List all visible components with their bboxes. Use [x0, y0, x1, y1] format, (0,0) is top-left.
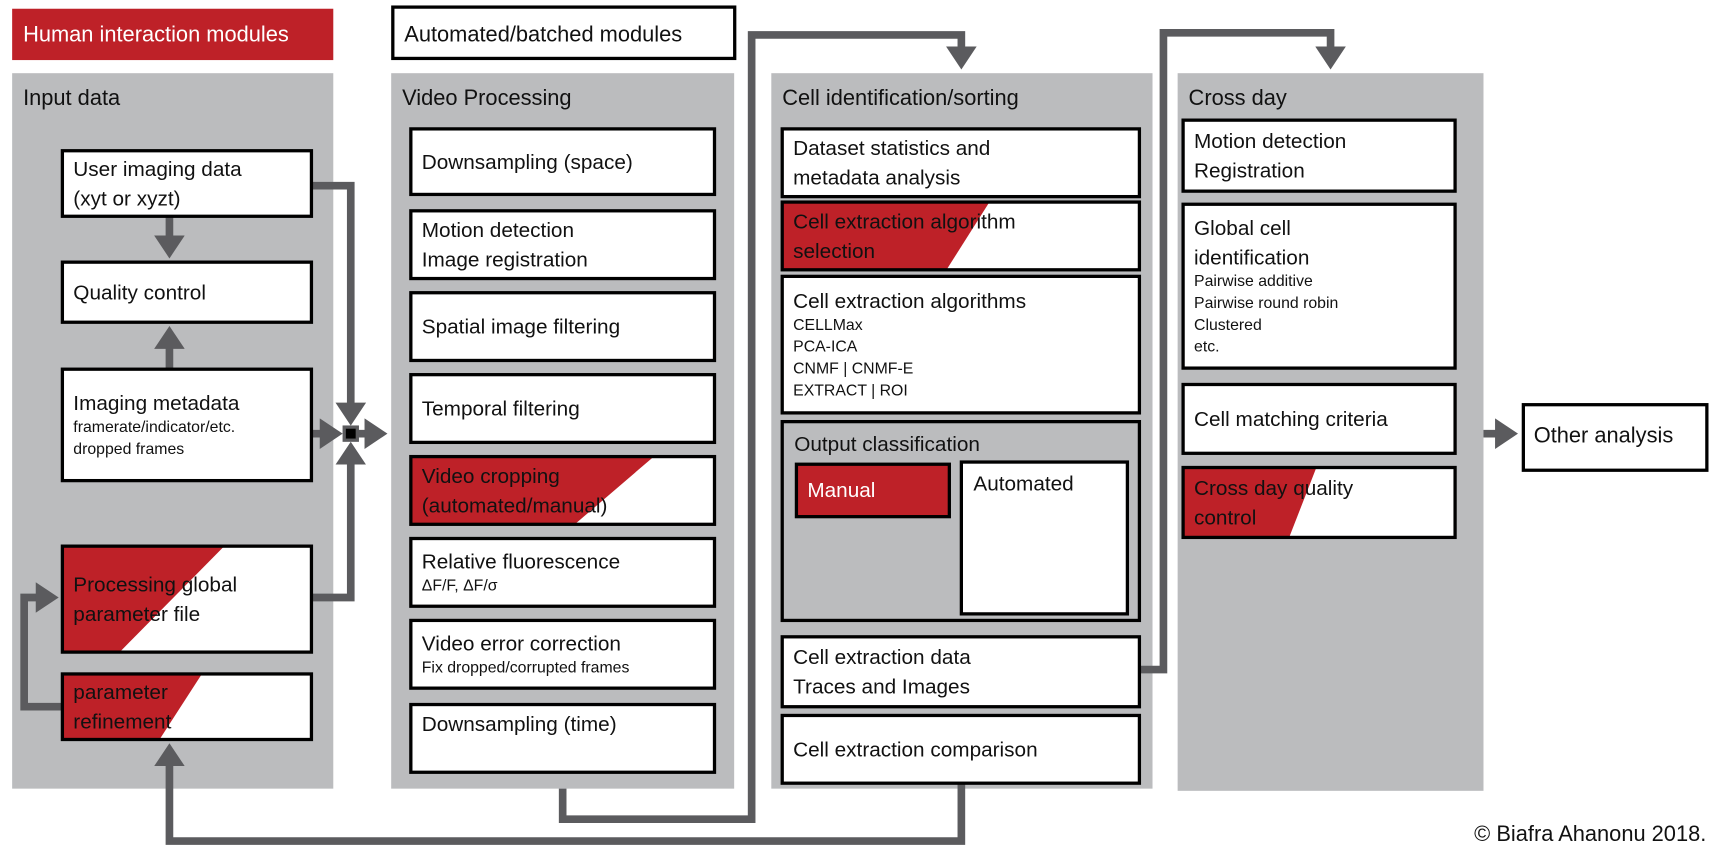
junction-node: [342, 425, 359, 442]
automated-classification-box: Automated: [959, 460, 1130, 616]
module-line: Spatial image filtering: [422, 316, 620, 339]
module-line: (automated/manual): [422, 494, 608, 517]
module-subline: etc.: [1194, 339, 1220, 356]
module-line: control: [1194, 506, 1256, 529]
module-line: Processing global: [73, 573, 237, 596]
module-line: Global cell: [1194, 217, 1291, 240]
connector-video-to-cell-id: [558, 31, 977, 824]
connector-imaging-data-to-junction: [311, 181, 367, 426]
module-parameter-refinement: parameter refinement: [60, 672, 314, 742]
module-subline: dropped frames: [73, 441, 184, 458]
module-temporal-filtering: Temporal filtering: [409, 373, 717, 445]
module-line: Imaging metadata: [73, 392, 240, 415]
manual-label: Manual: [807, 479, 875, 502]
connector-params-to-junction: [311, 441, 367, 602]
connector-refinement-loop: [20, 582, 63, 711]
legend-human-interaction: Human interaction modules: [12, 8, 334, 61]
module-downsampling-space: Downsampling (space): [409, 127, 717, 197]
panel-title: Input data: [23, 85, 121, 110]
output-classification-title: Output classification: [794, 433, 980, 456]
module-cell-extraction-algorithm-selection: Cell extraction algorithm selection: [780, 200, 1142, 272]
module-line: Cross day quality: [1194, 477, 1354, 500]
module-subline: Pairwise additive: [1194, 273, 1313, 290]
module-line: Image registration: [422, 249, 588, 272]
module-line: metadata analysis: [793, 167, 960, 190]
other-analysis-label: Other analysis: [1534, 422, 1674, 447]
module-subline: CELLMax: [793, 317, 863, 334]
panel-title: Video Processing: [402, 85, 571, 110]
module-line: Temporal filtering: [422, 398, 580, 421]
module-subline: Pairwise round robin: [1194, 295, 1338, 312]
module-video-cropping-automated-manual: Video cropping (automated/manual): [409, 454, 717, 526]
module-line: Traces and Images: [793, 676, 970, 699]
connector-cell-data-to-cross-day: [1139, 28, 1346, 674]
module-line: Downsampling (time): [422, 713, 617, 736]
module-quality-control: Quality control: [60, 260, 314, 324]
module-line: identification: [1194, 246, 1309, 269]
module-line: User imaging data: [73, 158, 242, 181]
human-interaction-fill: [1183, 467, 1317, 538]
module-subline: ΔF/F, ΔF/σ: [422, 577, 498, 594]
module-imaging-metadata: Imaging metadata framerate/indicator/etc.…: [60, 367, 314, 483]
module-line: Video error correction: [422, 632, 621, 655]
human-interaction-fill: [62, 546, 225, 653]
module-line: refinement: [73, 711, 171, 734]
module-cell-extraction-algorithms: Cell extraction algorithmsCELLMaxPCA-ICA…: [780, 274, 1142, 415]
module-line: Quality control: [73, 281, 206, 304]
panel-title: Cell identification/sorting: [782, 85, 1019, 110]
module-subline: Clustered: [1194, 317, 1262, 334]
module-user-imaging-data-xyt-or-xyzt: User imaging data (xyt or xyzt): [60, 149, 314, 218]
module-line: Relative fluorescence: [422, 551, 620, 574]
module-line: Dataset statistics and: [793, 137, 990, 160]
legend-human-label: Human interaction modules: [23, 22, 289, 47]
legend-automated: Automated/batched modules: [391, 5, 737, 61]
human-interaction-fill: [410, 456, 654, 525]
module-dataset-statistics-and-metadata-analysis: Dataset statistics and metadata analysis: [780, 127, 1142, 199]
module-line: Downsampling (space): [422, 151, 633, 174]
module-cell-extraction-comparison: Cell extraction comparison: [780, 713, 1142, 785]
module-line: Cell matching criteria: [1194, 408, 1388, 431]
human-interaction-fill: [782, 202, 990, 270]
module-spatial-image-filtering: Spatial image filtering: [409, 291, 717, 363]
module-line: Cell extraction comparison: [793, 738, 1037, 761]
connector-comparison-feedback: [154, 743, 966, 845]
module-cell-matching-criteria: Cell matching criteria: [1181, 382, 1457, 455]
module-subline: CNMF | CNMF-E: [793, 361, 913, 378]
human-interaction-fill: [62, 673, 202, 740]
other-analysis-box: Other analysis: [1521, 403, 1709, 472]
module-line: Motion detection: [422, 219, 574, 242]
automated-label: Automated: [973, 472, 1073, 495]
module-line: (xyt or xyzt): [73, 187, 180, 210]
module-line: Video cropping: [422, 465, 560, 488]
module-subline: PCA-ICA: [793, 339, 858, 356]
module-line: Motion detection: [1194, 130, 1346, 153]
legend-automated-label: Automated/batched modules: [404, 22, 682, 47]
module-downsampling-time: Downsampling (time): [409, 702, 717, 774]
module-processing-global-parameter-file: Processing global parameter file: [60, 544, 314, 654]
module-line: selection: [793, 240, 875, 263]
module-line: Cell extraction algorithms: [793, 290, 1026, 313]
module-line: Registration: [1194, 160, 1305, 183]
module-subline: EXTRACT | ROI: [793, 382, 908, 399]
module-subline: Fix dropped/corrupted frames: [422, 659, 630, 676]
module-cross-day-quality-control: Cross day quality control: [1181, 465, 1457, 540]
module-line: Cell extraction algorithm: [793, 210, 1016, 233]
panel-title: Cross day: [1189, 85, 1287, 110]
module-line: parameter file: [73, 603, 200, 626]
manual-classification-box: Manual: [794, 462, 951, 519]
module-subline: framerate/indicator/etc.: [73, 419, 235, 436]
module-line: Cell extraction data: [793, 646, 971, 669]
copyright: © Biafra Ahanonu 2018.: [1474, 821, 1706, 846]
module-line: parameter: [73, 681, 168, 704]
